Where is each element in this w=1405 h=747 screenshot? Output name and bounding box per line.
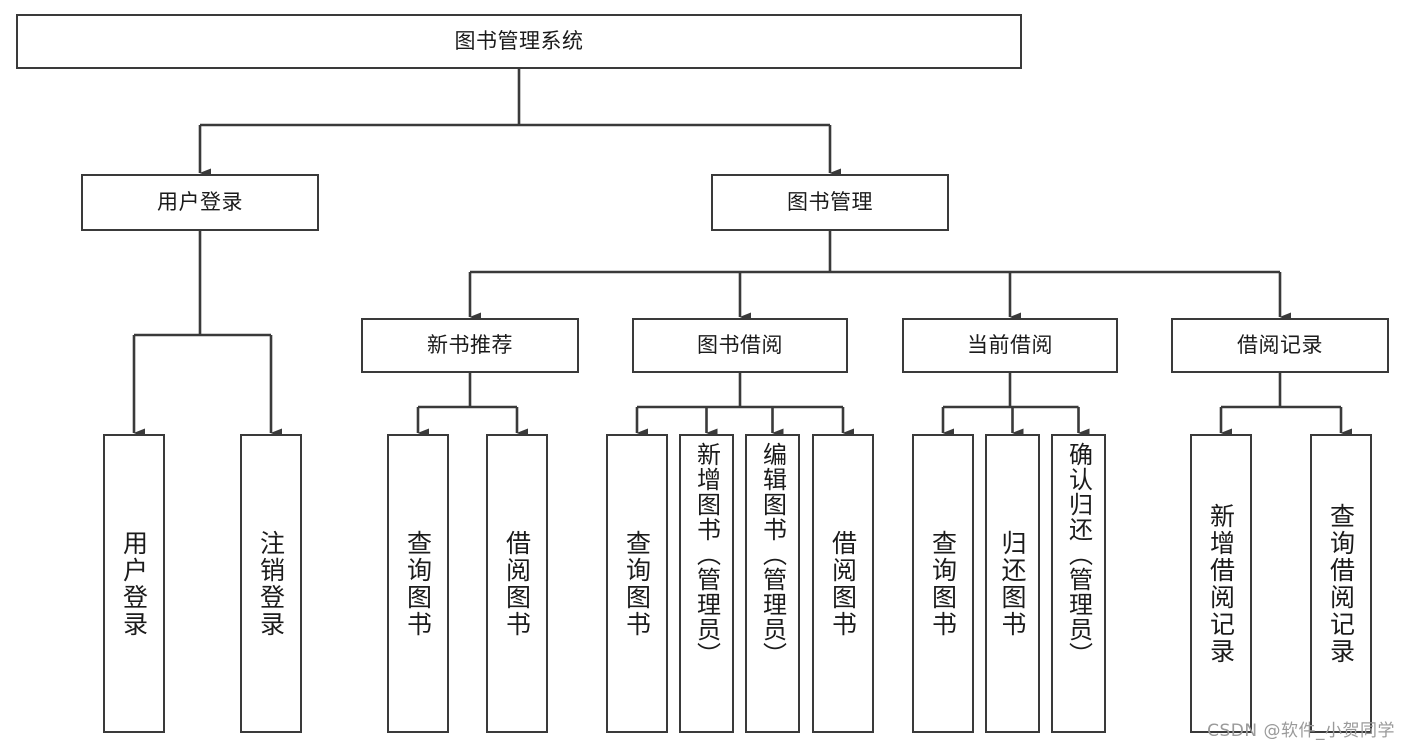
- node-label-user-login: 用户登录: [157, 190, 243, 215]
- node-book-borrow[interactable]: 图书借阅: [632, 318, 848, 373]
- node-leaf-add-borrow-record[interactable]: 新增借阅记录: [1190, 434, 1252, 733]
- node-user-login[interactable]: 用户登录: [81, 174, 319, 231]
- node-leaf-user-login[interactable]: 用户登录: [103, 434, 165, 733]
- node-label-borrow-record: 借阅记录: [1237, 333, 1323, 358]
- node-label-book-management: 图书管理: [787, 190, 873, 215]
- node-leaf-query-borrow-record[interactable]: 查询借阅记录: [1310, 434, 1372, 733]
- node-label-leaf-borrow-book: 借阅图书: [828, 529, 858, 638]
- node-leaf-logout-login[interactable]: 注销登录: [240, 434, 302, 733]
- node-label-book-borrow: 图书借阅: [697, 333, 783, 358]
- node-label-leaf-query-book-current: 查询图书: [928, 529, 958, 638]
- node-book-management[interactable]: 图书管理: [711, 174, 949, 231]
- node-label-root: 图书管理系统: [454, 29, 584, 54]
- node-label-leaf-query-borrow-record: 查询借阅记录: [1326, 502, 1356, 665]
- node-leaf-return-book[interactable]: 归还图书: [985, 434, 1040, 733]
- node-label-leaf-logout-login: 注销登录: [256, 529, 286, 638]
- node-label-leaf-query-book-recommend: 查询图书: [403, 529, 433, 638]
- node-root[interactable]: 图书管理系统: [16, 14, 1022, 69]
- node-label-new-book-recommend: 新书推荐: [427, 333, 513, 358]
- node-leaf-borrow-book[interactable]: 借阅图书: [812, 434, 874, 733]
- node-leaf-query-book-recommend[interactable]: 查询图书: [387, 434, 449, 733]
- node-label-current-borrow: 当前借阅: [967, 333, 1053, 358]
- node-new-book-recommend[interactable]: 新书推荐: [361, 318, 579, 373]
- node-label-leaf-return-book: 归还图书: [998, 529, 1027, 638]
- node-leaf-add-book-admin[interactable]: 新增图书（管理员）: [679, 434, 734, 733]
- node-label-leaf-edit-book-admin: 编辑图书（管理员）: [758, 442, 787, 667]
- node-label-leaf-borrow-book-recommend: 借阅图书: [502, 529, 532, 638]
- node-leaf-edit-book-admin[interactable]: 编辑图书（管理员）: [745, 434, 800, 733]
- node-label-leaf-query-book-borrow: 查询图书: [622, 529, 652, 638]
- node-leaf-borrow-book-recommend[interactable]: 借阅图书: [486, 434, 548, 733]
- node-current-borrow[interactable]: 当前借阅: [902, 318, 1118, 373]
- node-borrow-record[interactable]: 借阅记录: [1171, 318, 1389, 373]
- node-label-leaf-add-book-admin: 新增图书（管理员）: [692, 442, 721, 667]
- node-label-leaf-add-borrow-record: 新增借阅记录: [1206, 502, 1236, 665]
- csdn-watermark: CSDN @软件_小贺同学: [1207, 721, 1395, 741]
- node-leaf-confirm-return-admin[interactable]: 确认归还（管理员）: [1051, 434, 1106, 733]
- node-leaf-query-book-borrow[interactable]: 查询图书: [606, 434, 668, 733]
- node-label-leaf-confirm-return-admin: 确认归还（管理员）: [1064, 442, 1093, 667]
- node-leaf-query-book-current[interactable]: 查询图书: [912, 434, 974, 733]
- node-label-leaf-user-login: 用户登录: [119, 529, 149, 638]
